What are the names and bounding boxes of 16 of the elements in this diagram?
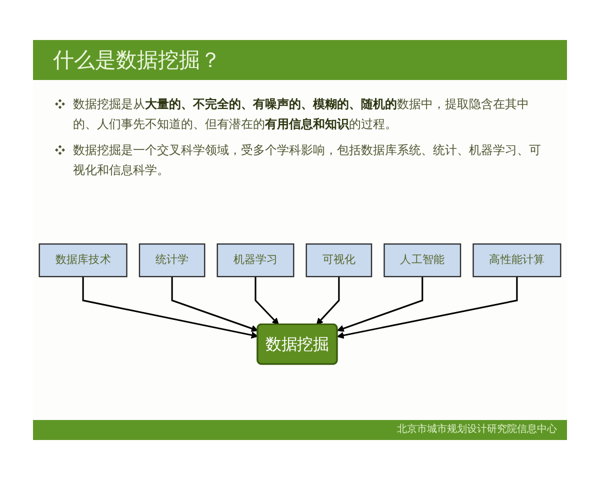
node-box: 可视化 <box>306 243 372 278</box>
footer-text: 北京市城市规划设计研究院信息中心 <box>397 423 557 437</box>
node-box: 高性能计算 <box>472 243 562 278</box>
node-box: 人工智能 <box>384 243 462 278</box>
arrow <box>171 276 258 332</box>
node-box: 统计学 <box>138 243 206 278</box>
arrow <box>337 276 424 332</box>
bullet-text: 数据挖掘是从大量的、不完全的、有噪声的、模糊的、随机的数据中，提取隐含在其中的、人们事先不知道的、但有潜在的有用信息和知识的过程。 <box>73 96 530 133</box>
slide-title: 什么是数据挖掘？ <box>53 47 221 73</box>
bullet-text: 数据挖掘是一个交叉科学领域，受多个学科影响，包括数据库系统、统计、机器学习、可视化和信息科学。 <box>73 142 542 179</box>
node-box: 数据库技术 <box>38 243 128 278</box>
arrow <box>316 276 340 325</box>
arrow <box>82 276 258 339</box>
arrow <box>337 276 518 339</box>
arrow <box>254 276 279 325</box>
node-box: 机器学习 <box>216 243 294 278</box>
